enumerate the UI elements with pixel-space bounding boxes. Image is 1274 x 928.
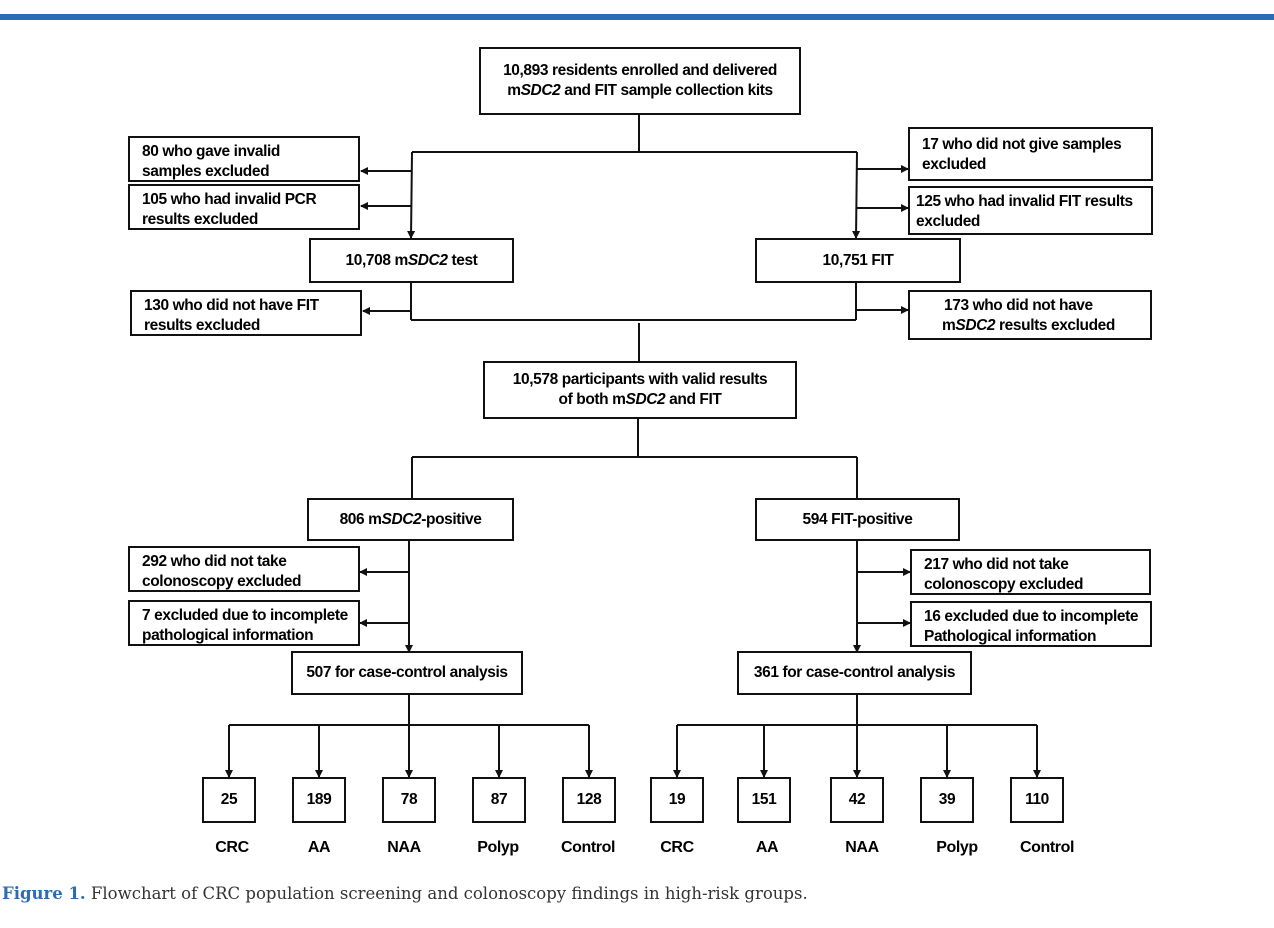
invalid-samples-line1: 80 who gave invalid <box>142 143 280 160</box>
msdc2-test-gene: SDC2 <box>407 251 448 269</box>
outcome-left-polyp-box: 87 <box>472 777 526 823</box>
outcome-right-naa-value: 42 <box>848 791 866 808</box>
no-samples-box: 17 who did not give samples excluded <box>908 127 1153 181</box>
outcome-left-naa-box: 78 <box>382 777 436 823</box>
msdc2-positive-pre: 806 m <box>339 510 382 528</box>
outcome-left-aa-label: AA <box>307 839 331 856</box>
outcome-right-aa-value: 151 <box>751 791 777 808</box>
figure-caption: Figure 1. Flowchart of CRC population sc… <box>2 884 808 903</box>
outcome-left-control-box: 128 <box>562 777 616 823</box>
no-colonoscopy-left-box: 292 who did not take colonoscopy exclude… <box>128 546 360 592</box>
msdc2-positive-gene: SDC2 <box>381 510 422 528</box>
outcome-right-polyp-value: 39 <box>938 791 956 808</box>
invalid-pcr-line1: 105 who had invalid PCR <box>142 191 317 208</box>
case-control-right-box: 361 for case-control analysis <box>737 651 972 695</box>
outcome-right-control-label: Control <box>1019 839 1075 856</box>
msdc2-positive-post: -positive <box>421 510 482 528</box>
valid-both-line1: 10,578 participants with valid results <box>512 371 768 388</box>
valid-both-box: 10,578 participants with valid results o… <box>483 361 797 419</box>
msdc2-positive-box: 806 mSDC2-positive <box>307 498 514 541</box>
no-fit-box: 130 who did not have FIT results exclude… <box>130 290 362 336</box>
enrolled-line2: mSDC2 and FIT sample collection kits <box>503 81 777 101</box>
incomplete-right-box: 16 excluded due to incomplete Pathologic… <box>910 601 1152 647</box>
msdc2-test-label: 10,708 mSDC2 test <box>346 251 478 271</box>
invalid-samples-box: 80 who gave invalid samples excluded <box>128 136 360 182</box>
outcome-right-crc-value: 19 <box>668 791 686 808</box>
outcome-left-control-value: 128 <box>576 791 602 808</box>
no-samples-line1: 17 who did not give samples <box>922 136 1122 153</box>
top-accent-bar <box>0 14 1274 20</box>
outcome-left-naa-label: NAA <box>387 839 421 856</box>
msdc2-positive-label: 806 mSDC2-positive <box>340 510 482 530</box>
outcome-right-naa-label: NAA <box>845 839 879 856</box>
valid-both-line2: of both mSDC2 and FIT <box>513 390 767 410</box>
no-msdc2-box: 173 who did not have mSDC2 results exclu… <box>908 290 1152 340</box>
incomplete-right-line2: Pathological information <box>924 628 1097 645</box>
case-control-right-label: 361 for case-control analysis <box>753 664 956 681</box>
outcome-right-control-box: 110 <box>1010 777 1064 823</box>
outcome-left-aa-box: 189 <box>292 777 346 823</box>
outcome-left-aa-value: 189 <box>306 791 332 808</box>
msdc2-test-post: test <box>447 251 478 269</box>
enrolled-line2-gene: SDC2 <box>520 82 561 99</box>
no-fit-line1: 130 who did not have FIT <box>144 297 319 314</box>
outcome-right-aa-box: 151 <box>737 777 791 823</box>
invalid-samples-line2: samples excluded <box>142 163 270 180</box>
incomplete-left-box: 7 excluded due to incomplete pathologica… <box>128 600 360 646</box>
invalid-fit-box: 125 who had invalid FIT results excluded <box>908 186 1153 235</box>
enrolled-line2-pre: m <box>507 82 521 99</box>
outcome-right-crc-box: 19 <box>650 777 704 823</box>
case-control-left-label: 507 for case-control analysis <box>306 664 508 681</box>
outcome-left-polyp-label: Polyp <box>477 839 519 856</box>
fit-positive-label: 594 FIT-positive <box>802 510 913 528</box>
incomplete-left-line1: 7 excluded due to incomplete <box>142 607 348 624</box>
invalid-fit-line1: 125 who had invalid FIT results <box>916 193 1133 210</box>
no-msdc2-line2-gene: SDC2 <box>955 317 996 334</box>
case-control-left-box: 507 for case-control analysis <box>291 651 523 695</box>
outcome-left-control-label: Control <box>560 839 616 856</box>
invalid-pcr-box: 105 who had invalid PCR results excluded <box>128 184 360 230</box>
valid-both-line2-gene: SDC2 <box>625 391 666 408</box>
no-msdc2-line2-post: results excluded <box>995 317 1115 334</box>
no-fit-line2: results excluded <box>144 317 260 334</box>
invalid-fit-line2: excluded <box>916 213 980 230</box>
valid-both-line2-post: and FIT <box>665 391 722 408</box>
outcome-right-control-value: 110 <box>1025 791 1049 808</box>
fit-test-box: 10,751 FIT <box>755 238 961 283</box>
msdc2-test-pre: 10,708 m <box>345 251 409 269</box>
invalid-pcr-line2: results excluded <box>142 211 258 228</box>
outcome-right-crc-label: CRC <box>660 839 694 856</box>
outcome-right-polyp-box: 39 <box>920 777 974 823</box>
outcome-left-crc-value: 25 <box>220 791 238 808</box>
msdc2-test-box: 10,708 mSDC2 test <box>309 238 514 283</box>
no-msdc2-line2-pre: m <box>942 317 956 334</box>
enrolled-box: 10,893 residents enrolled and delivered … <box>479 47 801 115</box>
outcome-left-crc-box: 25 <box>202 777 256 823</box>
outcome-left-crc-label: CRC <box>215 839 249 856</box>
outcome-right-polyp-label: Polyp <box>936 839 978 856</box>
enrolled-line2-post: and FIT sample collection kits <box>560 82 773 99</box>
figure-number: Figure 1. <box>2 884 86 903</box>
outcome-right-aa-label: AA <box>755 839 779 856</box>
enrolled-line1: 10,893 residents enrolled and delivered <box>503 62 777 79</box>
outcome-right-naa-box: 42 <box>830 777 884 823</box>
incomplete-right-line1: 16 excluded due to incomplete <box>924 608 1139 625</box>
no-msdc2-line2: mSDC2 results excluded <box>942 316 1150 336</box>
no-colonoscopy-left-line2: colonoscopy excluded <box>142 573 302 590</box>
no-colonoscopy-left-line1: 292 who did not take <box>142 553 287 570</box>
no-colonoscopy-right-line1: 217 who did not take <box>924 556 1069 573</box>
no-msdc2-line1: 173 who did not have <box>944 297 1093 314</box>
no-colonoscopy-right-box: 217 who did not take colonoscopy exclude… <box>910 549 1151 595</box>
valid-both-line2-pre: of both m <box>558 391 626 408</box>
outcome-left-polyp-value: 87 <box>490 791 508 808</box>
no-colonoscopy-right-line2: colonoscopy excluded <box>924 576 1084 593</box>
no-samples-line2: excluded <box>922 156 986 173</box>
fit-positive-box: 594 FIT-positive <box>755 498 960 541</box>
incomplete-left-line2: pathological information <box>142 627 314 644</box>
figure-caption-text: Flowchart of CRC population screening an… <box>85 884 808 903</box>
outcome-left-naa-value: 78 <box>400 791 418 808</box>
fit-test-label: 10,751 FIT <box>822 251 894 269</box>
